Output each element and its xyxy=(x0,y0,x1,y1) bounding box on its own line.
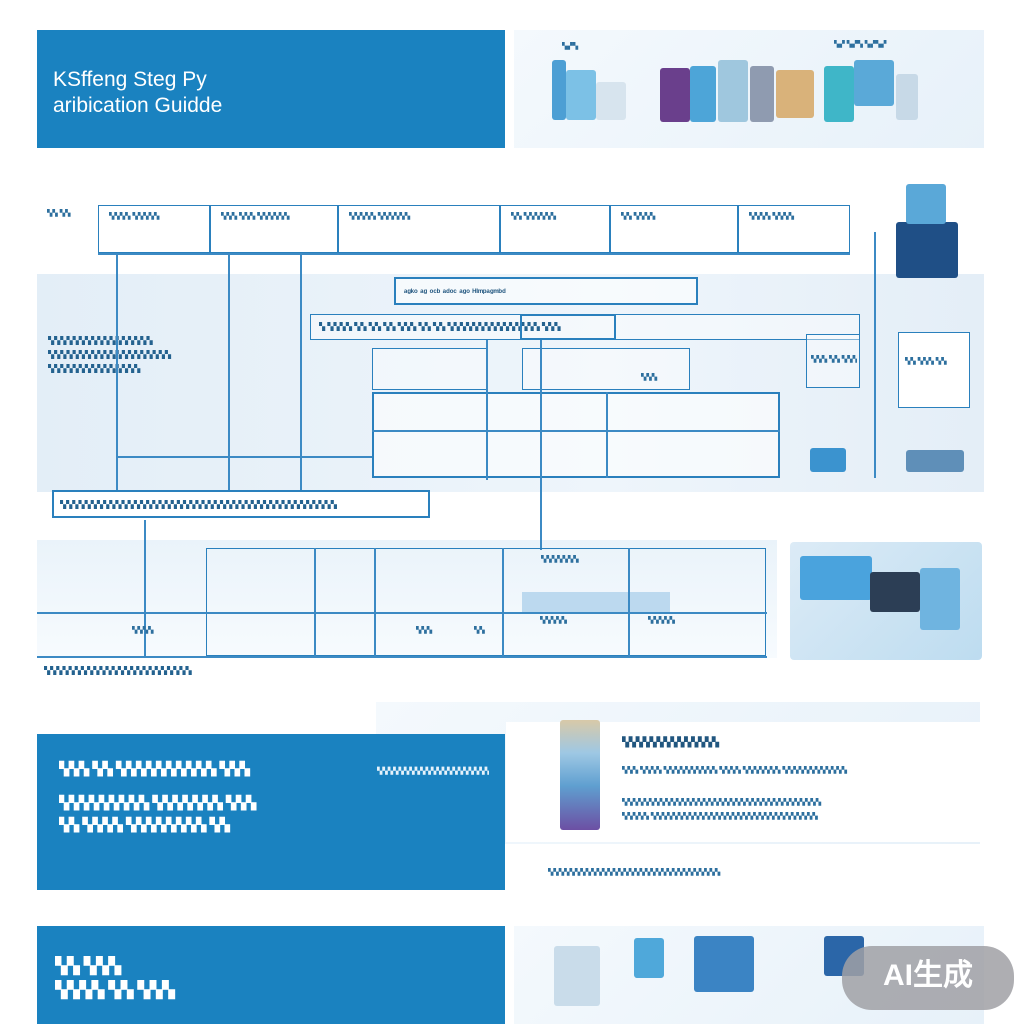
feature-line: ▚▚▚▚▚▚▚▚▚ ▚▚▚▚▚▚▚ ▚▚▚ xyxy=(59,795,257,810)
machine-illustration xyxy=(718,60,748,122)
lower-cell-label: ▚▚▚▚ xyxy=(132,627,154,634)
summary-bar-text: ▚▚▚▚▚▚▚▚▚▚▚▚▚▚▚▚▚▚▚▚▚▚▚▚▚▚▚▚▚▚▚▚▚▚▚▚▚▚▚▚… xyxy=(60,500,337,509)
gallery-label-right: ▚▞ ▚▞▚ ▚▞▚▞ xyxy=(834,41,887,48)
machine-illustration xyxy=(920,568,960,630)
process-step-box: ▚▚▚▚ ▚▚▚▚▚ xyxy=(98,205,210,253)
machine-illustration xyxy=(554,946,600,1006)
info-line: ▚▚▚ ▚▚▚▚ ▚▚▚▚▚▚▚▚▚▚ ▚▚▚▚ ▚▚▚▚▚▚▚ ▚▚▚▚▚▚▚… xyxy=(622,767,848,774)
connector-line xyxy=(486,340,488,480)
connector-line xyxy=(606,392,608,478)
side-info-box: ▚▚▚ ▚▚ ▚▚▚ ▚▚ xyxy=(806,334,860,388)
connector-line xyxy=(37,656,767,658)
side-info-box: ▚▚ ▚▚▚ ▚▚ xyxy=(898,332,970,408)
feature-panel: ▚▚▚ ▚▚ ▚▚▚▚▚▚▚▚▚▚ ▚▚▚ ▚▚▚▚▚▚▚▚▚ ▚▚▚▚▚▚▚ … xyxy=(37,734,505,890)
sub-process-label: ▚▚▚ xyxy=(641,374,658,381)
connector-line xyxy=(37,612,767,614)
left-note-line: ▚▚▚▚▚▚▚▚▚▚▚▚▚▚▚▚▚ xyxy=(48,336,153,345)
machine-illustration xyxy=(694,936,754,992)
highlight-strip xyxy=(522,592,670,612)
process-step-label: ▚▚ ▚▚▚▚ xyxy=(621,213,656,220)
connector-line xyxy=(98,253,850,255)
feature-line: ▚▚ ▚▚▚▚ ▚▚▚▚▚▚▚▚ ▚▚ xyxy=(59,817,230,832)
side-info-text: ▚▚ ▚▚▚ ▚▚ xyxy=(905,358,947,365)
info-line: ▚▚▚▚▚ ▚▚▚▚▚▚▚▚▚▚▚▚▚▚▚▚▚▚▚▚▚▚▚▚▚▚▚▚▚▚▚ xyxy=(622,813,818,820)
feature-note: ▚▚▚▚▚▚▚▚▚▚▚▚▚▚▚▚▚▚▚▚▚ xyxy=(377,768,489,775)
highlight-box xyxy=(520,314,616,340)
row-label-start: ▚▚ ▚▚ xyxy=(47,210,71,217)
machine-illustration xyxy=(906,450,964,472)
equipment-gallery-top: ▚▞▚ ▚▞ ▚▞▚ ▚▞▚▞ xyxy=(514,30,984,148)
connector-line xyxy=(372,430,780,432)
machine-illustration xyxy=(854,60,894,106)
connector-line xyxy=(300,253,302,493)
left-note-line: ▚▚▚▚▚▚▚▚▚▚▚▚▚▚▚ xyxy=(48,364,141,373)
title-line-2: aribication Guidde xyxy=(53,94,223,117)
side-info-text: ▚▚▚ ▚▚ ▚▚▚ ▚▚ xyxy=(811,356,857,363)
machine-illustration xyxy=(596,82,626,120)
machine-illustration xyxy=(896,222,958,278)
lower-cell-label: ▚▚▚▚▚ xyxy=(540,617,567,624)
connector-line xyxy=(374,548,376,658)
left-note-line: ▚▚▚▚▚▚▚▚▚▚▚▚▚▚▚▚▚▚▚▚ xyxy=(48,350,172,359)
lower-process-label: ▚▚▚▚▚▚▚ xyxy=(541,556,579,563)
machine-illustration xyxy=(552,60,566,120)
sub-process-box: ▚▚▚ xyxy=(522,348,690,390)
connector-line xyxy=(144,520,146,658)
title-banner: KSffeng Steg Py aribication Guidde xyxy=(37,30,505,148)
feature-line: ▚▚▚ ▚▚ ▚▚▚▚▚▚▚▚▚▚ ▚▚▚ xyxy=(59,761,250,776)
info-heading: ▚▚▚▚▚▚▚▚▚▚▚▚▚▚ xyxy=(622,737,719,747)
central-process-box: ᵃᵍᵏᵒ ᵃᵍ ᵒᶜᵇ ᵃᵈᵒᶜ ᵃᵍᵒ ᴴᴵᵐᵖᵃᵍᵐᵇᵈ xyxy=(394,277,698,305)
machine-illustration xyxy=(870,572,920,612)
connector-line xyxy=(314,548,316,658)
process-step-box: ▚▚ ▚▚▚▚▚▚ xyxy=(500,205,610,253)
connector-line xyxy=(502,548,504,658)
lower-cell-label: ▚▚▚ xyxy=(416,627,433,634)
summary-bar: ▚▚▚▚▚▚▚▚▚▚▚▚▚▚▚▚▚▚▚▚▚▚▚▚▚▚▚▚▚▚▚▚▚▚▚▚▚▚▚▚… xyxy=(52,490,430,518)
workstation-illustration xyxy=(790,542,982,660)
connector-line xyxy=(540,340,542,550)
info-line: ▚▚▚▚▚▚▚▚▚▚▚▚▚▚▚▚▚▚▚▚▚▚▚▚▚▚▚▚▚▚▚▚ xyxy=(548,869,721,876)
lower-cell-label: ▚▚ xyxy=(474,627,485,634)
process-step-box: ▚▚▚▚▚ ▚▚▚▚▚▚ xyxy=(338,205,500,253)
process-step-box: ▚▚▚ ▚▚▚ ▚▚▚▚▚▚ xyxy=(210,205,338,253)
machine-illustration xyxy=(896,74,918,120)
closing-line-1: ▚▚ ▚▚▚ xyxy=(55,958,121,975)
lower-cell-label: ▚▚▚▚▚ xyxy=(648,617,675,624)
process-step-label: ▚▚▚▚ ▚▚▚▚ xyxy=(749,213,795,220)
process-step-box: ▚▚▚▚ ▚▚▚▚ xyxy=(738,205,850,253)
connector-line xyxy=(874,232,876,478)
connector-line xyxy=(228,253,230,493)
machine-illustration xyxy=(824,66,854,122)
connector-line xyxy=(628,548,630,658)
process-step-label: ▚▚ ▚▚▚▚▚▚ xyxy=(511,213,557,220)
machine-illustration xyxy=(810,448,846,472)
diagram-footer-note: ▚▚▚▚▚▚▚▚▚▚▚▚▚▚▚▚▚▚▚▚▚▚▚▚ xyxy=(44,666,192,675)
process-step-label: ▚▚▚▚▚ ▚▚▚▚▚▚ xyxy=(349,213,411,220)
connector-line xyxy=(116,253,118,493)
central-row-text: ▚ ▚▚▚▚ ▚▚ ▚▚ ▚▚ ▚▚▚ ▚▚ ▚▚ ▚▚▚▚▚▚▚▚▚▚▚▚▚▚… xyxy=(319,322,561,331)
process-step-label: ▚▚▚▚ ▚▚▚▚▚ xyxy=(109,213,160,220)
gallery-label-left: ▚▞▚ xyxy=(562,43,579,50)
machine-illustration xyxy=(800,556,872,600)
closing-banner: ▚▚ ▚▚▚ ▚▚▚▚ ▚▚ ▚▚▚ xyxy=(37,926,505,1024)
ai-generated-badge: AI生成 xyxy=(842,946,1014,1010)
detail-box xyxy=(372,392,780,478)
sub-process-box xyxy=(372,348,488,390)
info-line: ▚▚▚▚▚▚▚▚▚▚▚▚▚▚▚▚▚▚▚▚▚▚▚▚▚▚▚▚▚▚▚▚▚▚▚▚▚ xyxy=(622,799,822,806)
connector-line xyxy=(116,456,372,458)
closing-line-2: ▚▚▚▚ ▚▚ ▚▚▚ xyxy=(55,982,175,999)
machine-illustration xyxy=(634,938,664,978)
title-line-1: KSffeng Steg Py xyxy=(53,68,207,91)
central-process-title: ᵃᵍᵏᵒ ᵃᵍ ᵒᶜᵇ ᵃᵈᵒᶜ ᵃᵍᵒ ᴴᴵᵐᵖᵃᵍᵐᵇᵈ xyxy=(404,287,506,297)
stacked-equipment-illustration xyxy=(560,720,600,830)
machine-illustration xyxy=(750,66,774,122)
lower-process-box: ▚▚▚▚▚▚▚ xyxy=(206,548,766,656)
machine-illustration xyxy=(566,70,596,120)
process-step-box: ▚▚ ▚▚▚▚ xyxy=(610,205,738,253)
machine-illustration xyxy=(690,66,716,122)
machine-illustration xyxy=(660,68,690,122)
process-step-label: ▚▚▚ ▚▚▚ ▚▚▚▚▚▚ xyxy=(221,213,290,220)
machine-illustration xyxy=(776,70,814,118)
machine-illustration xyxy=(906,184,946,224)
